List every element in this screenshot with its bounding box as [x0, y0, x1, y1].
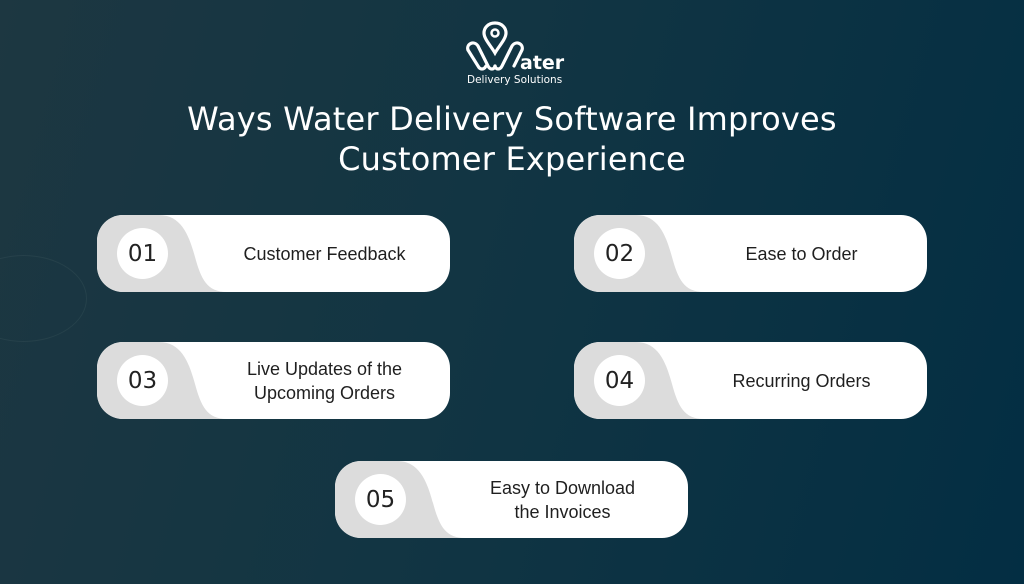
logo-subtitle: Delivery Solutions	[467, 74, 563, 86]
logo-wordmark: ater	[520, 52, 565, 74]
feature-card-04: 04 Recurring Orders	[574, 342, 927, 419]
feature-card-05: 05 Easy to Download the Invoices	[335, 461, 688, 538]
card-label: Live Updates of the Upcoming Orders	[246, 358, 403, 403]
title-line-1: Ways Water Delivery Software Improves	[187, 100, 837, 138]
card-label: Recurring Orders	[732, 370, 871, 391]
page-title: Ways Water Delivery Software Improves Cu…	[0, 99, 1024, 179]
card-number-badge: 02	[594, 228, 645, 279]
water-drop-pin-w-icon	[466, 21, 524, 71]
feature-card-02: 02 Ease to Order	[574, 215, 927, 292]
card-number-badge: 03	[117, 355, 168, 406]
feature-card-01: 01 Customer Feedback	[97, 215, 450, 292]
decorative-circle	[0, 255, 87, 342]
card-number-badge: 04	[594, 355, 645, 406]
logo: ater Delivery Solutions	[464, 20, 574, 90]
card-number-badge: 05	[355, 474, 406, 525]
card-label: Easy to Download the Invoices	[489, 477, 636, 522]
feature-card-03: 03 Live Updates of the Upcoming Orders	[97, 342, 450, 419]
title-line-2: Customer Experience	[338, 140, 686, 178]
card-label: Ease to Order	[745, 243, 858, 264]
card-label: Customer Feedback	[243, 243, 406, 264]
card-number-badge: 01	[117, 228, 168, 279]
